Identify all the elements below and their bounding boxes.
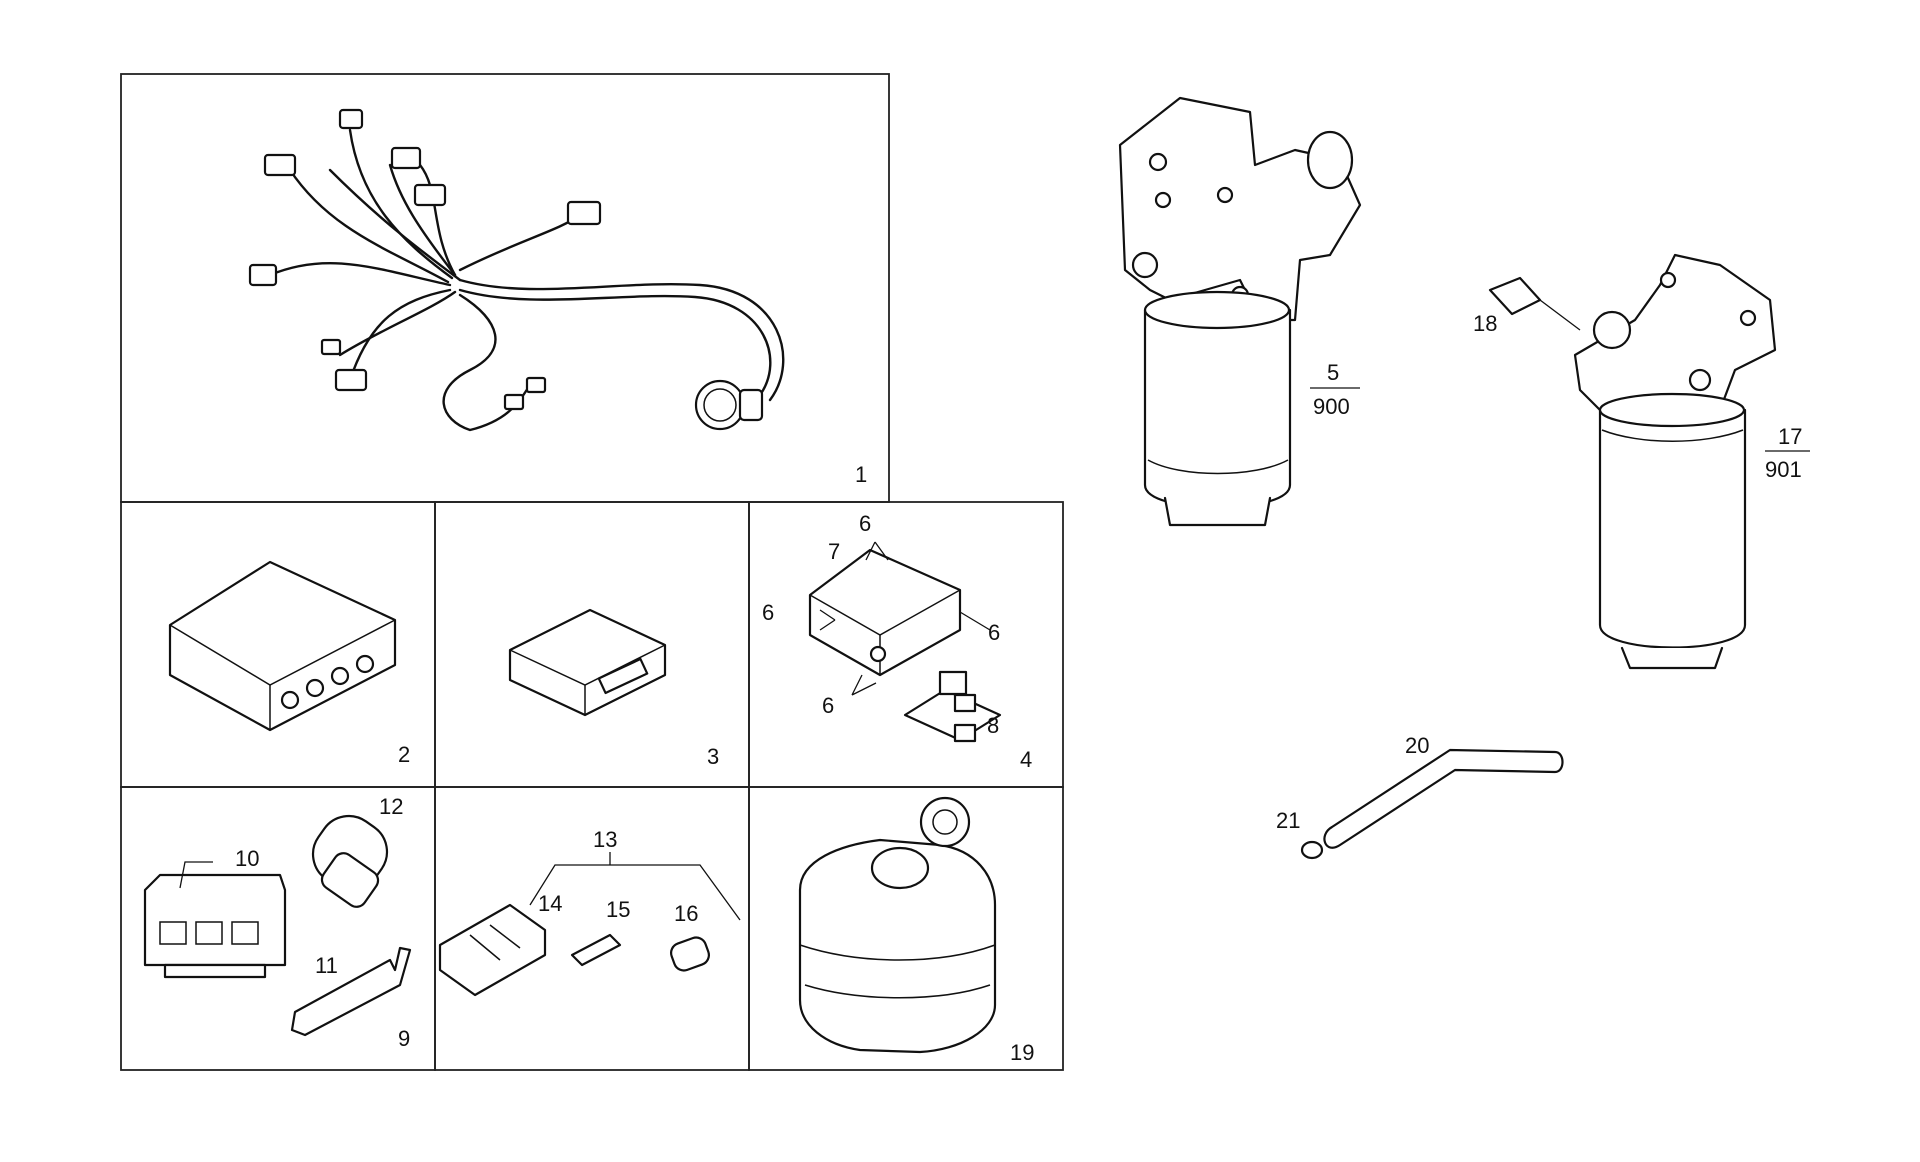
callout-5: 5	[1327, 360, 1339, 385]
callout-2: 2	[398, 742, 410, 767]
callout-1: 1	[855, 462, 867, 487]
leader-10	[179, 861, 213, 889]
callout-8: 8	[987, 713, 999, 738]
callout-15: 15	[606, 897, 630, 922]
callout-19: 19	[1010, 1040, 1034, 1065]
tank-icon	[798, 796, 997, 1054]
callout-11: 11	[315, 953, 338, 978]
callout-7: 7	[828, 539, 840, 564]
module-icon	[508, 608, 667, 717]
callout-10: 10	[235, 846, 259, 871]
callout-901: 901	[1765, 457, 1802, 482]
fuel-filter-icon	[1118, 96, 1362, 527]
control-unit-icon	[168, 560, 397, 732]
callout-17: 17	[1778, 424, 1802, 449]
leader-6d	[959, 611, 991, 631]
callout-12: 12	[379, 794, 403, 819]
wiring-harness-icon	[248, 108, 785, 432]
callout-4: 4	[1020, 747, 1032, 772]
callout-20: 20	[1405, 733, 1429, 758]
callout-21: 21	[1276, 808, 1300, 833]
leader-6b	[819, 609, 836, 631]
hose-icon	[1300, 748, 1564, 860]
leader-6c	[851, 674, 877, 696]
connector-icon	[143, 814, 412, 1037]
callout-900: 900	[1313, 394, 1350, 419]
callout-6b: 6	[762, 600, 774, 625]
callout-13: 13	[593, 827, 617, 852]
callout-9: 9	[398, 1026, 410, 1051]
terminal-set-icon	[438, 903, 710, 997]
housing-icon	[808, 548, 1002, 743]
callout-6c: 6	[822, 693, 834, 718]
leader-6a	[865, 541, 889, 561]
callout-3: 3	[707, 744, 719, 769]
leader-13	[529, 864, 741, 921]
panel-grid	[120, 73, 1064, 1071]
callout-14: 14	[538, 891, 562, 916]
callout-6a: 6	[859, 511, 871, 536]
fuel-filter-alt-icon	[1488, 253, 1777, 670]
callout-6d: 6	[988, 620, 1000, 645]
panel-19-frame	[748, 786, 1064, 1071]
callout-16: 16	[674, 901, 698, 926]
callout-18: 18	[1473, 311, 1497, 336]
